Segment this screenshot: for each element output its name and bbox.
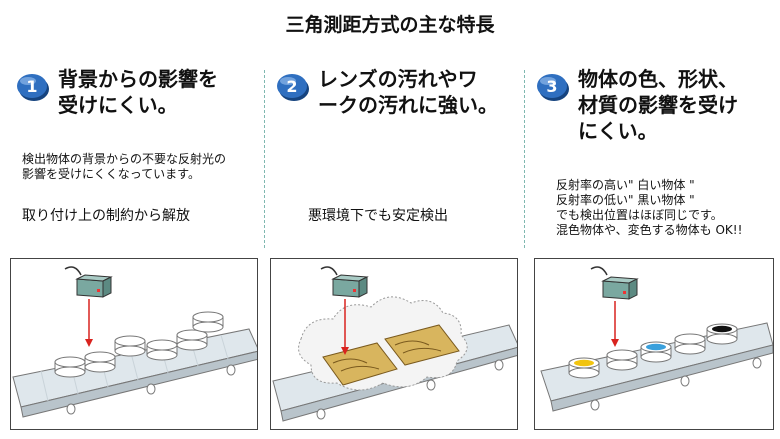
badge-number: 1 — [26, 77, 37, 96]
arrow-down-icon — [341, 299, 349, 355]
number-badge-3: 3 — [537, 74, 569, 101]
heading-line: 材質の影響を受け — [578, 93, 738, 117]
feature-column-2: 2 レンズの汚れやワ ークの汚れに強い。 悪環境下でも安定検出 — [268, 62, 520, 252]
dirty-work-pieces — [322, 324, 460, 386]
column-divider — [264, 70, 265, 248]
feature-column-3: 3 物体の色、形状、 材質の影響を受け にくい。 反射率の高い" 白い物体 " … — [528, 62, 776, 252]
badge-number: 2 — [286, 77, 297, 96]
sensor-icon — [320, 266, 369, 298]
illustration-panel-1 — [10, 258, 258, 430]
description-line: 反射率の低い" 黒い物体 " — [556, 193, 695, 207]
heading-line: 背景からの影響を — [58, 67, 218, 91]
feature-description-3: 反射率の高い" 白い物体 " 反射率の低い" 黒い物体 " でも検出位置はほぼ同… — [556, 178, 742, 238]
heading-line: 受けにくい。 — [58, 93, 178, 117]
feature-heading-3: 3 物体の色、形状、 材質の影響を受け にくい。 — [528, 62, 776, 143]
description-line: でも検出位置はほぼ同じです。 — [556, 208, 723, 222]
arrow-down-icon — [85, 299, 93, 347]
description-line: 反射率の高い" 白い物体 " — [556, 178, 695, 192]
description-line: 検出物体の背景からの不要な反射光の — [22, 152, 227, 166]
heading-line: 物体の色、形状、 — [578, 67, 738, 91]
sensor-icon — [590, 266, 639, 300]
feature-column-1: 1 背景からの影響を 受けにくい。 検出物体の背景からの不要な反射光の 影響を受… — [8, 62, 260, 252]
feature-description-1: 検出物体の背景からの不要な反射光の 影響を受けにくくなっています。 — [22, 152, 226, 182]
description-line: 混色物体や、変色する物体も OK!! — [556, 223, 743, 237]
number-badge-1: 1 — [17, 74, 49, 101]
heading-line: レンズの汚れやワ — [318, 67, 478, 91]
number-badge-2: 2 — [277, 74, 309, 101]
illustration-panel-2 — [270, 258, 518, 430]
feature-subtext-1: 取り付け上の制約から解放 — [22, 208, 190, 224]
sensor-icon — [64, 266, 113, 298]
description-line: 影響を受けにくくなっています。 — [22, 167, 200, 181]
illustration-panel-3 — [534, 258, 774, 430]
feature-subtext-2: 悪環境下でも安定検出 — [308, 208, 448, 224]
badge-number: 3 — [546, 77, 557, 96]
feature-heading-2: 2 レンズの汚れやワ ークの汚れに強い。 — [268, 62, 520, 128]
colored-work-pieces — [568, 323, 738, 379]
column-divider — [524, 70, 525, 248]
heading-line: にくい。 — [578, 119, 658, 143]
work-pieces — [54, 311, 224, 378]
heading-line: ークの汚れに強い。 — [318, 93, 498, 117]
arrow-down-icon — [611, 301, 619, 347]
page-title: 三角測距方式の主な特長 — [285, 14, 495, 36]
feature-heading-1: 1 背景からの影響を 受けにくい。 — [8, 62, 260, 128]
